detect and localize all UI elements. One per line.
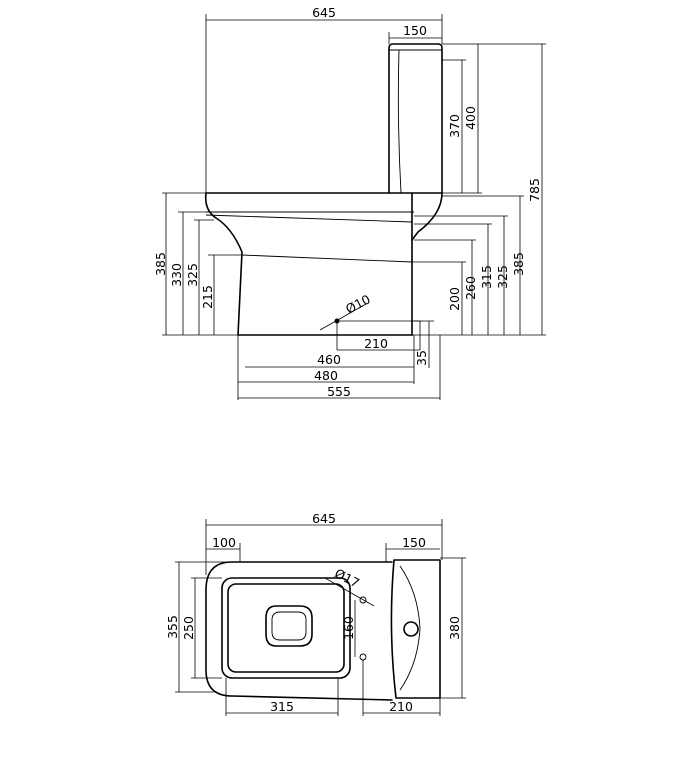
plan-bowl-outlet	[265, 605, 313, 647]
plan-cistern-inner	[399, 565, 421, 691]
side-dim-315-label: 315	[479, 265, 494, 289]
side-dim-210-label: 210	[364, 336, 388, 351]
side-dim-385-left-label: 385	[153, 252, 168, 276]
side-dim-o10-label: Ø10	[343, 291, 373, 316]
side-dim-150-label: 150	[403, 23, 427, 38]
side-dim-325-left-label: 325	[185, 263, 200, 287]
plan-dim-315-label: 315	[270, 699, 294, 714]
plan-seat-outer	[221, 577, 351, 679]
side-dim-400-label: 400	[463, 106, 478, 130]
plan-flush-button-icon	[403, 621, 419, 637]
plan-dim-645-label: 645	[312, 511, 336, 526]
side-dim-260-label: 260	[463, 276, 478, 300]
side-dim-645-label: 645	[312, 5, 336, 20]
plan-bowl-outlet-inner	[271, 611, 307, 641]
side-dim-785-label: 785	[527, 178, 542, 202]
side-outlet-leader	[319, 303, 367, 331]
plan-dim-250-label: 250	[181, 616, 196, 640]
side-elevation: 645 150 370 400 785 385 330 325 215	[153, 5, 546, 400]
side-cistern-outline	[388, 43, 443, 194]
side-pan-rear-curve	[411, 192, 443, 241]
plan-cistern-outline	[390, 559, 441, 699]
plan-pan-outline	[205, 561, 393, 701]
side-dim-460-label: 460	[317, 352, 341, 367]
side-dim-200-label: 200	[447, 287, 462, 311]
side-pan-inner-line	[205, 214, 413, 223]
side-dim-35-label: 35	[414, 350, 429, 366]
side-dim-330-label: 330	[169, 263, 184, 287]
plan-dim-355-label: 355	[165, 615, 180, 639]
plan-dim-o17-label: Ø17	[332, 565, 362, 590]
plan-seat-inner	[227, 583, 345, 673]
plan-dim-210-label: 210	[389, 699, 413, 714]
plan-fixing-hole-bottom-icon	[359, 653, 367, 661]
plan-dim-160-label: 160	[341, 616, 356, 640]
plan-dim-150-label: 150	[402, 535, 426, 550]
side-cistern-front-curve	[397, 49, 402, 194]
side-dim-555-label: 555	[327, 384, 351, 399]
side-dim-385-right-label: 385	[511, 252, 526, 276]
plan-dim-380-label: 380	[447, 616, 462, 640]
plan-dim-100-label: 100	[212, 535, 236, 550]
side-dim-480-label: 480	[314, 368, 338, 383]
side-bowl-waist	[241, 254, 413, 263]
side-dim-325-right-label: 325	[495, 265, 510, 289]
side-bowl-front	[204, 192, 243, 336]
plan-view: 645 100 150 355 250 380 Ø17 160 315	[165, 511, 466, 716]
plan-fixing-leader	[324, 577, 375, 607]
side-dim-215-label: 215	[200, 285, 215, 309]
plan-fixing-hole-top-icon	[359, 596, 367, 604]
side-dim-370-label: 370	[447, 114, 462, 138]
